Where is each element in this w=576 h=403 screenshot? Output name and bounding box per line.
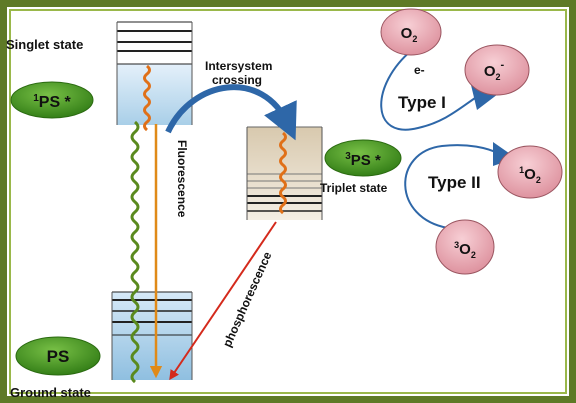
- o2-label: O: [401, 25, 413, 42]
- triplet-oxygen-subscript: 2: [471, 250, 476, 260]
- superoxide-label: O: [484, 63, 496, 80]
- intersystem-crossing-label-line1: Intersystem: [205, 59, 272, 73]
- triplet-vibrational-relaxation-wave: [279, 131, 287, 215]
- inner-frame: [9, 9, 567, 394]
- svg-text:1O2: 1O2: [519, 165, 541, 185]
- svg-text:O2-: O2-: [484, 59, 505, 82]
- superoxide-ellipse: O2-: [464, 44, 530, 96]
- ground-state-label: Ground state: [10, 385, 91, 400]
- o2-subscript: 2: [412, 34, 417, 44]
- type1-reaction-arrow: [380, 49, 479, 131]
- svg-text:1PS *: 1PS *: [33, 93, 71, 111]
- triplet-ps-prefix: 3: [345, 151, 351, 162]
- singlet-oxygen-prefix: 1: [519, 165, 524, 175]
- phosphorescence-arrow: [169, 221, 277, 381]
- ground-state-box: [111, 291, 193, 380]
- type2-reaction-arrow: [404, 144, 501, 229]
- triplet-ps-label: PS *: [351, 152, 381, 169]
- triplet-oxygen-prefix: 3: [454, 240, 459, 250]
- electron-label: e-: [414, 63, 425, 77]
- intersystem-crossing-label-line2: crossing: [212, 73, 262, 87]
- triplet-oxygen-ellipse: 3O2: [435, 219, 495, 275]
- singlet-ps-label: PS *: [39, 94, 72, 111]
- intersystem-crossing-arrow: [165, 84, 297, 141]
- triplet-state-label: Triplet state: [320, 181, 388, 195]
- svg-text:O2: O2: [401, 25, 418, 44]
- type2-label: Type II: [428, 173, 481, 192]
- singlet-ps-ellipse: 1PS *: [10, 81, 94, 119]
- singlet-oxygen-label: O: [524, 166, 536, 183]
- singlet-ps-prefix: 1: [33, 93, 39, 104]
- singlet-oxygen-subscript: 2: [536, 175, 541, 185]
- fluorescence-label: Fluorescence: [175, 140, 189, 218]
- singlet-oxygen-ellipse: 1O2: [497, 145, 563, 199]
- type1-arrowhead: [471, 85, 498, 110]
- internal-conversion-wave: [130, 120, 140, 384]
- triplet-oxygen-label: O: [459, 241, 471, 258]
- svg-text:3O2: 3O2: [454, 240, 476, 260]
- oxygen-o2-ellipse: O2: [380, 8, 442, 56]
- triplet-ps-ellipse: 3PS *: [324, 139, 402, 177]
- singlet-vibrational-relaxation-wave: [143, 64, 151, 132]
- superoxide-charge: -: [501, 59, 505, 71]
- type1-label: Type I: [398, 93, 446, 112]
- singlet-state-label: Singlet state: [6, 37, 83, 52]
- svg-text:3PS *: 3PS *: [345, 151, 381, 169]
- ground-ps-ellipse: PS: [15, 336, 101, 376]
- ground-ps-label: PS: [47, 347, 70, 366]
- superoxide-subscript: 2: [495, 72, 500, 82]
